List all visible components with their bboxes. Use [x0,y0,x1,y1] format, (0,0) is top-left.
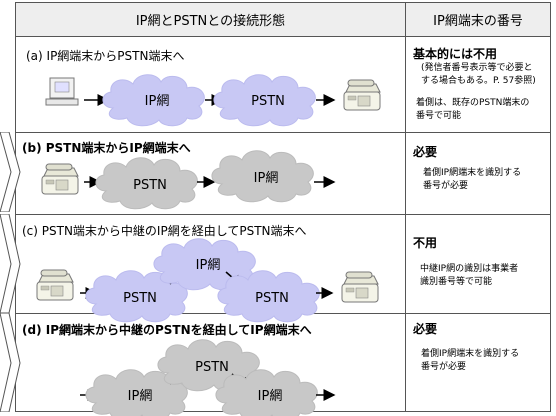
cloud-ip-d-right-label: IP網 [258,389,283,404]
row-divider-2 [15,214,551,215]
row-c-title: (c) PSTN端末から中継のIP網を経由してPSTN端末へ [22,224,307,238]
row-d-note-head: 必要 [413,322,438,336]
row-b-title: (b) PSTN端末からIP網端末へ [22,141,191,155]
row-c-note-line1: 中継IP網の識別は事業者 [420,264,519,274]
row-a-note-line2: する場合もある。P. 57参照) [421,76,536,86]
row-a-note-tail2: 番号で可能 [416,111,462,121]
phone-icon-c-left [36,269,74,301]
row-d-note-line2: 番号が必要 [421,362,467,372]
row-c-note-line2: 識別番号等で可能 [420,277,493,287]
header-left-text: IP網とPSTNとの接続形態 [135,14,286,29]
chevron-marker-b [0,132,21,212]
row-a-note-head: 基本的には不用 [413,47,498,61]
cloud-ip-b-label: IP網 [254,171,279,186]
cloud-pstn-d-label: PSTN [195,360,229,375]
header-ip-number: IP網端末の番号 [405,2,551,37]
header-connection-type: IP網とPSTNとの接続形態 [15,2,406,37]
chevron-marker-c [0,214,21,313]
pc-terminal-icon [45,77,79,106]
column-divider [405,2,406,412]
phone-icon-b [41,163,79,195]
cloud-ip-c-label: IP網 [196,258,221,273]
chevron-marker-d [0,313,21,412]
row-a-note-tail1: 着側は、既存のPSTN端末の [416,98,530,108]
cloud-ip-d-left-label: IP網 [128,389,153,404]
row-d-title: (d) IP網端末から中継のPSTNを経由してIP網端末へ [22,323,312,337]
row-d-note-line1: 着側IP網端末を識別する [421,349,520,359]
cloud-pstn-c-left-label: PSTN [123,291,157,306]
cloud-pstn-c-right-label: PSTN [255,291,289,306]
row-b-note-line1: 着側IP網端末を識別する [423,168,522,178]
row-b-note-line2: 番号が必要 [423,181,469,191]
row-b-note-head: 必要 [413,145,438,159]
row-a-note-line1: (発信者番号表示等で必要と [421,63,533,73]
cloud-ip-a-label: IP網 [145,94,170,109]
row-c-note-head: 不用 [413,236,438,250]
phone-icon-a [343,79,381,111]
phone-icon-c-right [341,271,379,303]
row-divider-1 [15,132,551,133]
cloud-pstn-b-label: PSTN [133,178,167,193]
row-a-title: (a) IP網端末からPSTN端末へ [26,49,185,63]
header-right-text: IP網端末の番号 [433,14,523,29]
cloud-pstn-a-label: PSTN [251,94,285,109]
